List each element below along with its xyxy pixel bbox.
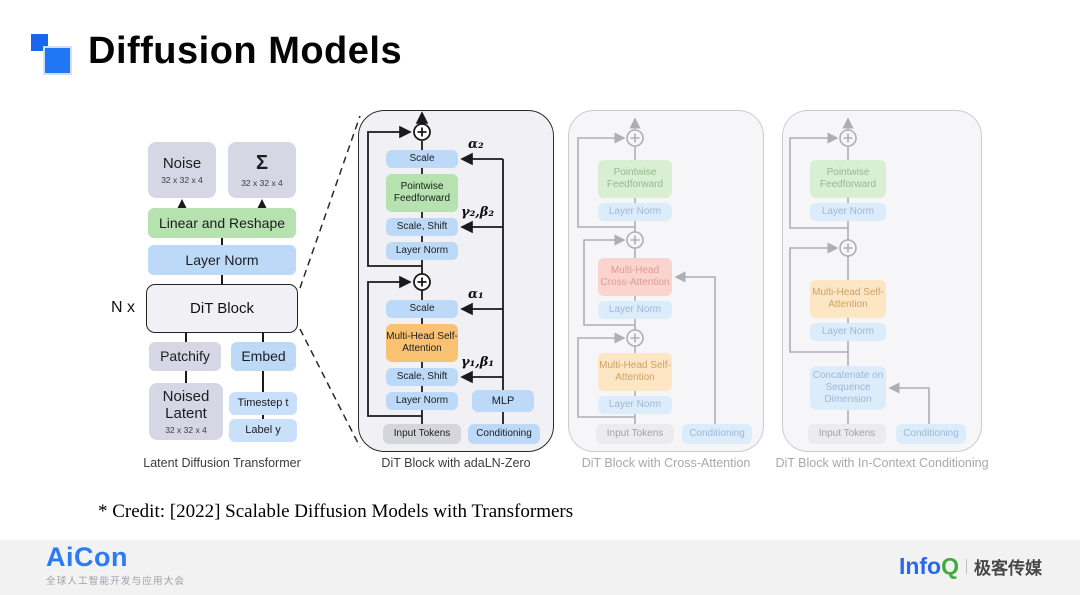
incontext-mhsa-box: Multi-Head Self-Attention [810,280,886,318]
footer-bar: AiCon 全球人工智能开发与应用大会 InfoQ 极客传媒 [0,540,1080,595]
adaln-scale-shift-top-box: Scale, Shift [386,218,458,236]
sigma-dim: 32 x 32 x 4 [241,177,283,188]
adaln-scale-bottom-box: Scale [386,300,458,318]
sigma-box: Σ 32 x 32 x 4 [228,142,296,198]
adaln-layer-norm-bottom-box: Layer Norm [386,392,458,410]
infoq-partner-text: 极客传媒 [974,559,1042,578]
adaln-pointwise-ff-box: Pointwise Feedforward [386,174,458,212]
adaln-scale-top-box: Scale [386,150,458,168]
infoq-wordmark: InfoQ [899,555,959,578]
noised-latent-box: Noised Latent 32 x 32 x 4 [149,383,223,440]
incontext-conditioning-box: Conditioning [896,424,966,444]
crossattn-layer-norm-3-box: Layer Norm [598,396,672,414]
embed-box: Embed [231,342,296,371]
patchify-box: Patchify [149,342,221,371]
aicon-subtitle: 全球人工智能开发与应用大会 [46,576,186,587]
layer-norm-box: Layer Norm [148,245,296,275]
crossattn-layer-norm-1-box: Layer Norm [598,203,672,221]
caption-latent-diffusion-transformer: Latent Diffusion Transformer [143,456,301,470]
adaln-scale-shift-bottom-box: Scale, Shift [386,368,458,386]
caption-in-context: DiT Block with In-Context Conditioning [775,456,989,470]
adaln-mlp-box: MLP [472,390,534,412]
crossattn-mhca-box: Multi-Head Cross-Attention [598,258,672,296]
gamma-beta2-label: γ₂,β₂ [461,205,495,220]
noise-label: Noise [162,155,202,173]
adaln-conditioning-box: Conditioning [468,424,540,444]
crossattn-mhsa-box: Multi-Head Self-Attention [598,353,672,391]
crossattn-pointwise-ff-box: Pointwise Feedforward [598,160,672,198]
caption-adaln-zero: DiT Block with adaLN-Zero [381,456,531,470]
page-title: Diffusion Models [88,30,403,72]
infoq-q-text: Q [941,553,959,579]
logo-big-square [45,48,70,73]
alpha1-label: α₁ [468,287,484,302]
dit-block-box: DiT Block [146,284,298,333]
noised-latent-dim: 32 x 32 x 4 [165,425,207,436]
adaln-mhsa-box: Multi-Head Self-Attention [386,324,458,362]
alpha2-label: α₂ [468,137,484,152]
credit-text: * Credit: [2022] Scalable Diffusion Mode… [98,501,574,522]
incontext-layer-norm-1-box: Layer Norm [810,203,886,221]
logo-small-square [31,34,48,51]
infoq-divider [966,559,967,574]
crossattn-layer-norm-2-box: Layer Norm [598,301,672,319]
noise-dim: 32 x 32 x 4 [161,174,203,185]
slide-header: Diffusion Models [30,22,402,73]
infoq-info-text: Info [898,553,942,579]
slide-logo-icon [30,22,72,73]
crossattn-conditioning-box: Conditioning [682,424,752,444]
aicon-logo: AiCon 全球人工智能开发与应用大会 [46,542,186,588]
adaln-layer-norm-top-box: Layer Norm [386,242,458,260]
incontext-pointwise-ff-box: Pointwise Feedforward [810,160,886,198]
aicon-wordmark: AiCon [46,542,128,572]
incontext-concat-box: Concatenate on Sequence Dimension [810,366,886,410]
crossattn-input-tokens-box: Input Tokens [596,424,674,444]
infoq-logo: InfoQ 极客传媒 [899,554,1042,579]
gamma-beta1-label: γ₁,β₁ [461,355,495,370]
linear-reshape-box: Linear and Reshape [148,208,296,238]
timestep-box: Timestep t [229,392,297,415]
label-y-box: Label y [229,419,297,442]
n-times-label: N x [111,299,135,316]
noise-box: Noise 32 x 32 x 4 [148,142,216,198]
adaln-input-tokens-box: Input Tokens [383,424,461,444]
noised-latent-label: Noised Latent [162,387,210,423]
sigma-label: Σ [255,152,268,175]
incontext-layer-norm-2-box: Layer Norm [810,323,886,341]
caption-cross-attention: DiT Block with Cross-Attention [581,456,751,470]
incontext-input-tokens-box: Input Tokens [808,424,886,444]
